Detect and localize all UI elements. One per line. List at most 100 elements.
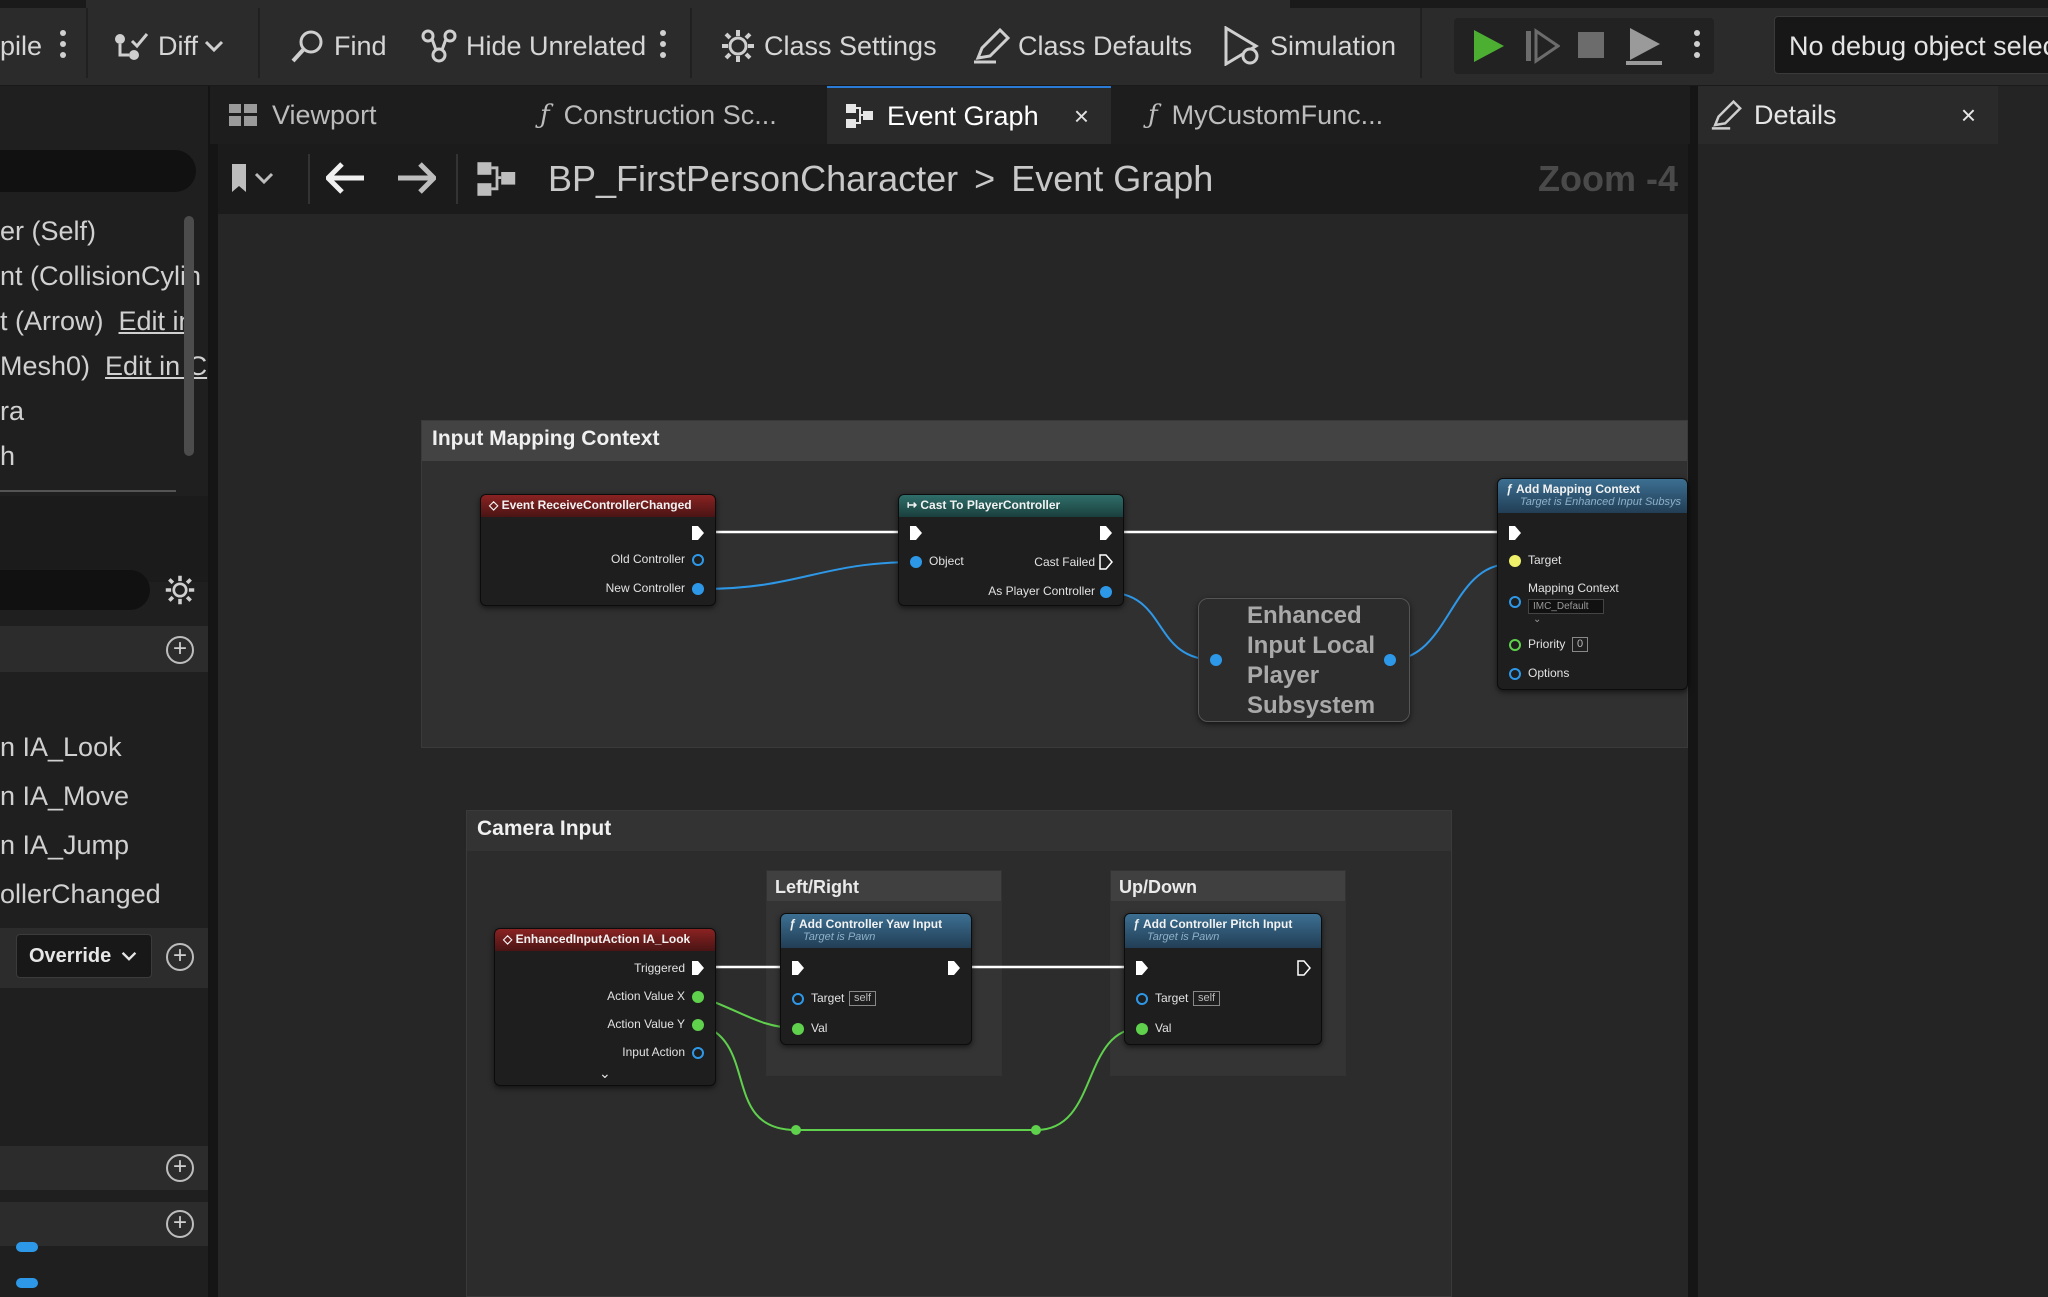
component-item[interactable]: t (Arrow) Edit in (0, 306, 194, 337)
eject-icon[interactable] (1624, 26, 1664, 66)
class-defaults-icon (974, 28, 1010, 64)
divider (456, 154, 458, 204)
close-icon[interactable]: × (1960, 99, 1976, 130)
add-graph-icon[interactable]: + (166, 636, 194, 664)
details-icon (1711, 100, 1742, 130)
graph-breadcrumb-bar: BP_FirstPersonCharacter > Event Graph Zo… (218, 144, 1688, 214)
compile-options-icon[interactable] (60, 30, 66, 63)
toolbar-top-edge (0, 0, 86, 8)
component-label: h (0, 441, 16, 471)
gear-icon (722, 30, 754, 62)
graph-label: n IA_Jump (0, 830, 130, 860)
component-label: er (Self) (0, 216, 97, 246)
editor-tab-bar: Viewport ƒ Construction Sc... Event Grap… (210, 86, 1690, 144)
hide-unrelated-button[interactable]: Hide Unrelated (420, 18, 646, 74)
compile-button[interactable]: pile (0, 18, 42, 74)
toolbar-divider (86, 8, 88, 78)
graph-label: ollerChanged (0, 879, 161, 909)
divider (0, 490, 176, 492)
simulation-icon (1224, 26, 1259, 66)
panel-separator (0, 496, 208, 582)
edit-in-link[interactable]: Edit in (118, 306, 194, 336)
breadcrumb: BP_FirstPersonCharacter > Event Graph (548, 158, 1213, 200)
debug-object-selector[interactable]: No debug object select (1774, 16, 2048, 74)
details-tab[interactable]: Details × (1698, 86, 1998, 144)
graph-item[interactable]: n IA_Move (0, 781, 129, 812)
toolbar-divider (690, 8, 692, 78)
tab-event-graph[interactable]: Event Graph × (827, 86, 1111, 144)
details-title: Details (1754, 99, 1837, 130)
details-panel: Details × (1696, 86, 2048, 1297)
back-arrow-icon[interactable] (326, 162, 366, 194)
settings-gear-icon[interactable] (164, 574, 196, 606)
component-label: Mesh0) (0, 351, 91, 381)
graph-item[interactable]: n IA_Look (0, 732, 122, 763)
forward-arrow-icon[interactable] (396, 162, 436, 194)
component-item[interactable]: er (Self) (0, 216, 96, 247)
chevron-down-icon (204, 40, 224, 53)
close-tab-icon[interactable]: × (1073, 100, 1089, 131)
tab-viewport[interactable]: Viewport (210, 86, 510, 144)
event-graph-icon (846, 104, 873, 128)
component-item[interactable]: nt (CollisionCylin (0, 261, 201, 292)
class-settings-button[interactable]: Class Settings (720, 18, 937, 74)
compile-label: pile (0, 30, 43, 61)
hide-unrelated-icon (421, 29, 457, 63)
breadcrumb-separator: > (974, 158, 996, 199)
hide-unrelated-label: Hide Unrelated (466, 30, 647, 61)
simulation-button[interactable]: Simulation (1222, 18, 1396, 74)
variable-type-icon (16, 1278, 38, 1288)
bookmark-icon[interactable] (230, 162, 276, 196)
class-defaults-button[interactable]: Class Defaults (972, 18, 1192, 74)
tab-label: Event Graph (887, 100, 1039, 131)
tab-label: Viewport (272, 99, 377, 130)
add-function-icon[interactable]: + (166, 943, 194, 971)
graph-options-icon[interactable] (660, 30, 666, 63)
find-icon (291, 30, 323, 63)
my-blueprint-search-input[interactable] (0, 570, 150, 610)
override-dropdown[interactable]: Override (16, 934, 152, 978)
toolbar-divider (1420, 8, 1422, 78)
graph-item[interactable]: ollerChanged (0, 879, 161, 910)
component-item[interactable]: h (0, 441, 15, 472)
find-label: Find (334, 30, 387, 61)
scrollbar[interactable] (184, 216, 194, 456)
find-button[interactable]: Find (290, 18, 387, 74)
add-variable-icon[interactable]: + (166, 1210, 194, 1238)
class-defaults-label: Class Defaults (1018, 30, 1193, 61)
breadcrumb-graph[interactable]: Event Graph (1011, 158, 1214, 199)
components-search-input[interactable] (0, 150, 196, 192)
breadcrumb-blueprint[interactable]: BP_FirstPersonCharacter (548, 158, 959, 199)
event-graph-icon (477, 162, 516, 196)
component-label: t (Arrow) (0, 306, 104, 336)
diff-icon (115, 33, 149, 60)
my-blueprint-panel: er (Self) nt (CollisionCylin t (Arrow) E… (0, 86, 210, 1297)
play-icon[interactable] (1472, 28, 1506, 64)
component-label: ra (0, 396, 25, 426)
variable-type-icon (16, 1242, 38, 1252)
tab-label: Construction Sc... (563, 99, 777, 130)
diff-button[interactable]: Diff (112, 18, 232, 74)
graph-label: n IA_Move (0, 781, 130, 811)
tab-label: MyCustomFunc... (1171, 99, 1384, 130)
tab-construction-script[interactable]: ƒ Construction Sc... (522, 86, 822, 144)
stop-icon[interactable] (1576, 30, 1606, 60)
event-graph-canvas[interactable] (218, 144, 1688, 1297)
function-icon: ƒ (1148, 100, 1158, 130)
graph-item[interactable]: n IA_Jump (0, 830, 129, 861)
component-label: nt (CollisionCylin (0, 261, 202, 291)
add-macro-icon[interactable]: + (166, 1154, 194, 1182)
tab-my-custom-function[interactable]: ƒ MyCustomFunc... (1130, 86, 1430, 144)
main-toolbar: pile Diff Find Hide Unrelated Class Sett… (0, 0, 2048, 86)
zoom-level: Zoom -4 (1538, 158, 1678, 199)
graph-label: n IA_Look (0, 732, 122, 762)
component-item[interactable]: ra (0, 396, 24, 427)
play-options-icon[interactable] (1694, 30, 1700, 63)
advance-frame-icon[interactable] (1524, 28, 1560, 64)
function-icon: ƒ (540, 100, 550, 130)
debug-object-label: No debug object select (1789, 31, 2048, 61)
toolbar-top-edge-right (1290, 0, 2048, 8)
viewport-icon (229, 104, 257, 126)
toolbar-divider (258, 8, 260, 78)
component-item[interactable]: Mesh0) Edit in C (0, 351, 207, 382)
